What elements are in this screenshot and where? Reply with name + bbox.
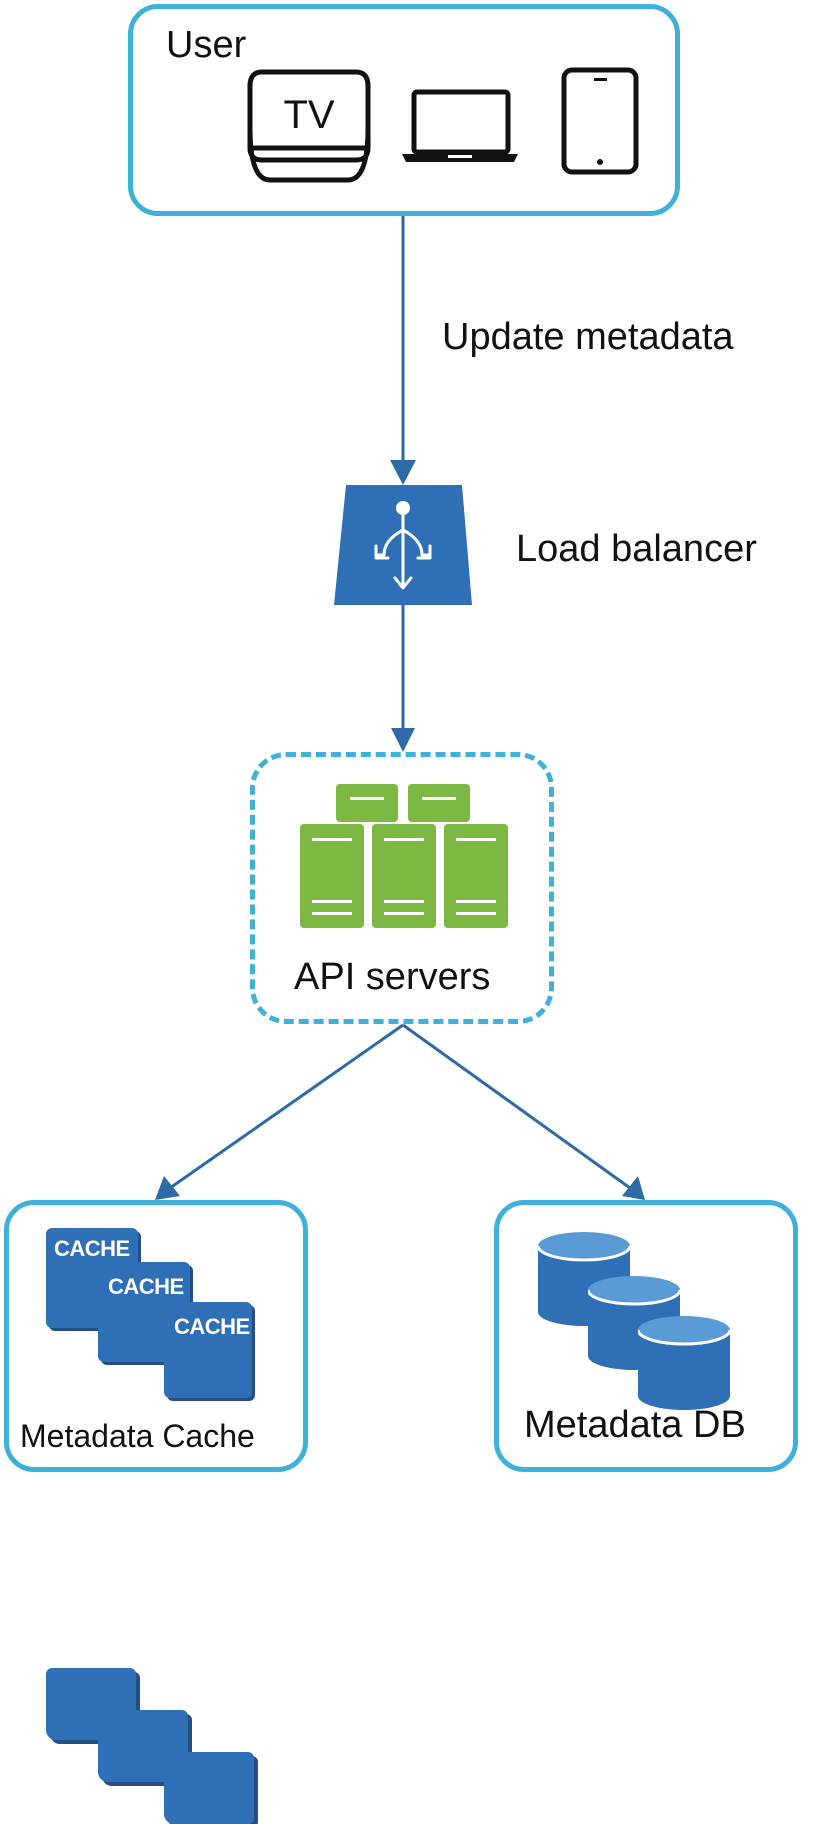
tv-icon-text: TV bbox=[283, 93, 334, 137]
cache-tile-three bbox=[164, 1302, 252, 1398]
edge-user-to-lb bbox=[390, 216, 416, 485]
user-box bbox=[128, 4, 680, 216]
edge-api-to-cache bbox=[155, 1023, 404, 1200]
edge-api-to-db bbox=[402, 1023, 645, 1200]
db-icon-canvas bbox=[0, 0, 816, 1476]
user-title: User bbox=[166, 24, 247, 66]
load-balancer-label: Load balancer bbox=[516, 528, 757, 570]
laptop-icon bbox=[402, 89, 518, 162]
cache-tile-text-2: CACHE bbox=[108, 1274, 184, 1299]
cache-tile-text-3: CACHE bbox=[174, 1314, 250, 1339]
db-cyl-3 bbox=[636, 1316, 732, 1412]
edge-lb-to-api bbox=[391, 605, 415, 752]
tablet-icon bbox=[561, 67, 639, 175]
cache-tile-3 bbox=[164, 1752, 254, 1824]
update-metadata-label: Update metadata bbox=[442, 316, 734, 358]
metadata-db-label: Metadata DB bbox=[524, 1404, 746, 1446]
diagram-canvas: TV bbox=[155, 67, 645, 1200]
tv-icon bbox=[247, 69, 371, 183]
api-servers-group bbox=[250, 752, 554, 1024]
cache-tile-text-1: CACHE bbox=[54, 1236, 130, 1261]
metadata-cache-label: Metadata Cache bbox=[20, 1418, 255, 1454]
load-balancer-icon bbox=[334, 485, 472, 605]
server-rack-icon bbox=[300, 784, 508, 928]
api-servers-label: API servers bbox=[294, 956, 491, 998]
